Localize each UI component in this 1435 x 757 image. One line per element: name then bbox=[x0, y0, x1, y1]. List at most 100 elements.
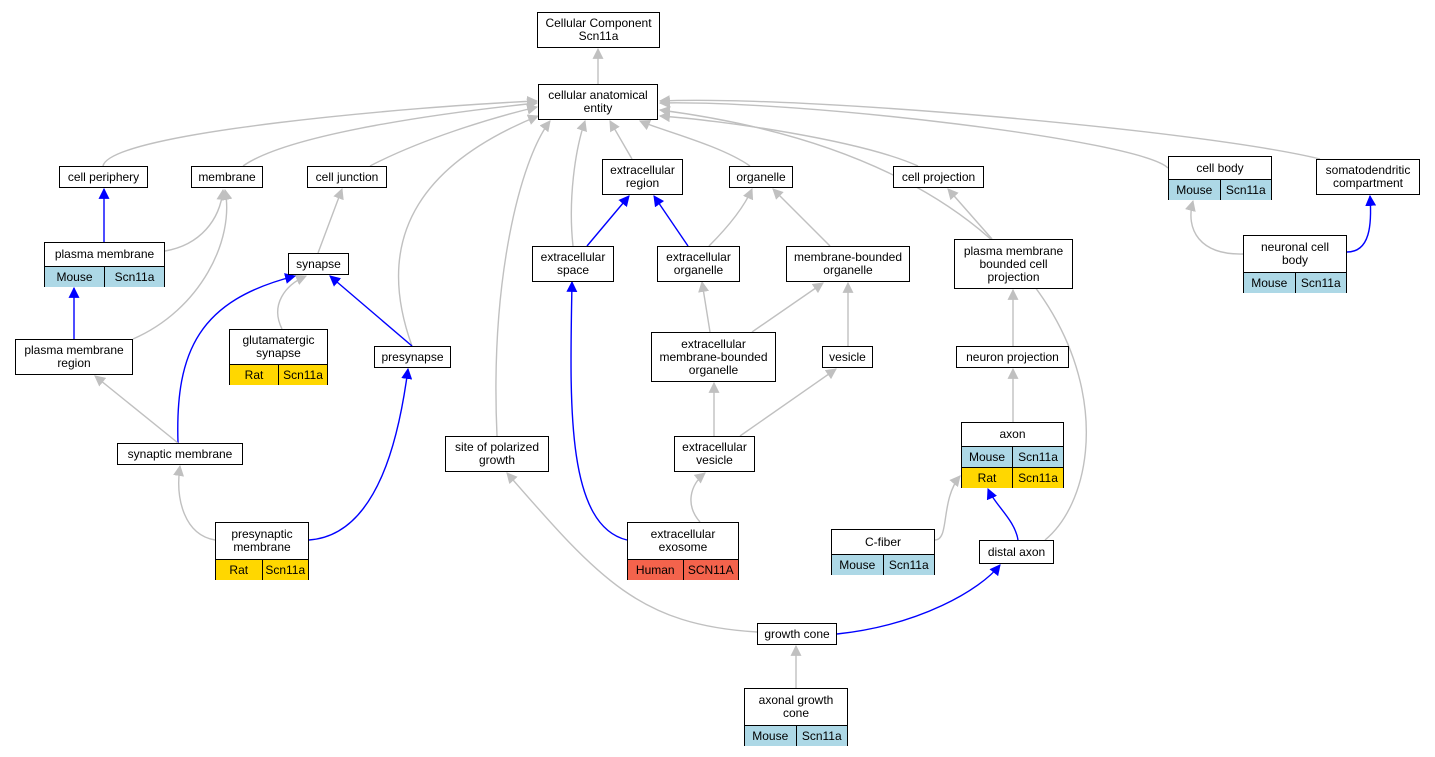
node-label: growth cone bbox=[764, 626, 830, 641]
edge-synmem-to-pmr bbox=[94, 375, 179, 444]
species-cell: Rat bbox=[977, 471, 997, 485]
gene-cell: Scn11a bbox=[278, 365, 327, 385]
node-periphery[interactable]: cell periphery bbox=[59, 166, 148, 188]
node-label: C-fiber bbox=[864, 534, 901, 549]
node-junction[interactable]: cell junction bbox=[307, 166, 387, 188]
node-polgrowth[interactable]: site of polarized growth bbox=[445, 436, 549, 472]
edge-junction-to-cae bbox=[369, 103, 539, 167]
edge-presynapse-to-cae bbox=[397, 114, 540, 347]
node-growthcone[interactable]: growth cone bbox=[757, 623, 837, 645]
node-cellproj[interactable]: cell projection bbox=[893, 166, 984, 188]
node-label: synapse bbox=[296, 256, 341, 271]
node-synapse[interactable]: synapse bbox=[288, 253, 349, 275]
edge-ecmbo-to-mbo bbox=[751, 282, 824, 333]
node-synmem[interactable]: synaptic membrane bbox=[117, 443, 243, 465]
edge-presynmem-to-presynapse bbox=[308, 367, 413, 541]
edge-pmr-to-membrane bbox=[132, 188, 233, 340]
node-label: site of polarized growth bbox=[454, 440, 540, 467]
node-label: cell body bbox=[1196, 160, 1244, 175]
edge-ecmbo-to-ecorg bbox=[698, 280, 711, 333]
edge-synapse-to-junction bbox=[317, 187, 344, 254]
annotation-row: Mouse Scn11a bbox=[1169, 179, 1271, 200]
gene-cell: Scn11a bbox=[1219, 180, 1272, 200]
gene-cell: Scn11a bbox=[261, 560, 309, 580]
node-root[interactable]: Cellular Component Scn11a bbox=[537, 12, 660, 48]
node-somato[interactable]: somatodendritic compartment bbox=[1316, 159, 1420, 195]
node-pmbcp[interactable]: plasma membrane bounded cell projection bbox=[954, 239, 1073, 289]
node-distalaxon[interactable]: distal axon bbox=[979, 540, 1054, 564]
node-ecorg[interactable]: extracellular organelle bbox=[657, 246, 740, 282]
edge-growthcone-to-distalaxon bbox=[836, 564, 1001, 635]
species-cell: Human bbox=[635, 563, 675, 577]
node-label: axonal growth cone bbox=[758, 693, 834, 720]
edge-distalaxon-to-cae bbox=[658, 105, 1087, 541]
edge-organelle-to-cae bbox=[638, 120, 751, 167]
node-ecspace[interactable]: extracellular space bbox=[532, 246, 614, 282]
edge-distalaxon-to-axon bbox=[986, 487, 1019, 541]
node-presynapse[interactable]: presynapse bbox=[374, 346, 451, 368]
node-ecmbo[interactable]: extracellular membrane-bounded organelle bbox=[651, 332, 776, 382]
node-ecvesicle[interactable]: extracellular vesicle bbox=[674, 436, 755, 472]
node-label: cell projection bbox=[901, 169, 976, 184]
edge-cfiber-to-axon bbox=[934, 475, 961, 541]
node-cae[interactable]: cellular anatomical entity bbox=[538, 84, 658, 120]
edge-neuroncb-to-cellbody bbox=[1185, 199, 1244, 255]
annotation-row: Rat Scn11a bbox=[230, 364, 327, 385]
node-mbo[interactable]: membrane-bounded organelle bbox=[786, 246, 910, 282]
edge-periphery-to-cae bbox=[102, 95, 539, 167]
node-label: membrane bbox=[198, 169, 256, 184]
edge-exosome-to-ecvesicle bbox=[690, 472, 706, 523]
node-label: extracellular space bbox=[540, 250, 606, 277]
node-label: extracellular organelle bbox=[666, 250, 731, 277]
node-label: plasma membrane bounded cell projection bbox=[963, 243, 1064, 284]
edge-pm-to-membrane bbox=[164, 188, 228, 252]
species-cell: Mouse bbox=[1176, 183, 1213, 197]
node-pmr[interactable]: plasma membrane region bbox=[15, 339, 133, 375]
gene-cell: SCN11A bbox=[682, 560, 739, 580]
node-label: neuron projection bbox=[966, 349, 1059, 364]
node-label: extracellular vesicle bbox=[682, 440, 747, 467]
node-label: distal axon bbox=[987, 544, 1046, 559]
edge-ecvesicle-to-vesicle bbox=[739, 368, 837, 437]
node-label: presynapse bbox=[381, 349, 444, 364]
edge-layer bbox=[68, 47, 1377, 688]
annotation-row: Human SCN11A bbox=[628, 559, 738, 580]
node-label: extracellular region bbox=[610, 163, 675, 190]
edge-mbo-to-organelle bbox=[772, 188, 831, 247]
edge-presynmem-to-synmem bbox=[173, 464, 216, 541]
gene-cell: Scn11a bbox=[1294, 273, 1347, 293]
edge-pmbcp-to-cellproj bbox=[947, 188, 993, 240]
species-cell: Rat bbox=[244, 368, 264, 382]
node-ecregion[interactable]: extracellular region bbox=[602, 159, 683, 195]
node-label: synaptic membrane bbox=[127, 446, 233, 461]
edge-growthcone-to-polgrowth bbox=[506, 472, 758, 633]
node-label: organelle bbox=[736, 169, 786, 184]
node-membrane[interactable]: membrane bbox=[191, 166, 263, 188]
species-cell: Mouse bbox=[968, 450, 1006, 464]
node-vesicle[interactable]: vesicle bbox=[822, 346, 873, 368]
node-neuronproj[interactable]: neuron projection bbox=[956, 346, 1069, 368]
edge-cellbody-to-cae bbox=[658, 97, 1169, 169]
species-cell: Mouse bbox=[56, 270, 93, 284]
node-label: cell junction bbox=[315, 169, 379, 184]
edge-cellproj-to-cae bbox=[658, 111, 919, 167]
node-organelle[interactable]: organelle bbox=[729, 166, 793, 188]
edge-ecspace-to-ecregion bbox=[586, 195, 630, 247]
edge-polgrowth-to-cae bbox=[495, 120, 551, 437]
node-label: axon bbox=[999, 427, 1026, 441]
edge-glut-to-synapse bbox=[277, 274, 308, 330]
gene-cell: Scn11a bbox=[1012, 447, 1063, 467]
